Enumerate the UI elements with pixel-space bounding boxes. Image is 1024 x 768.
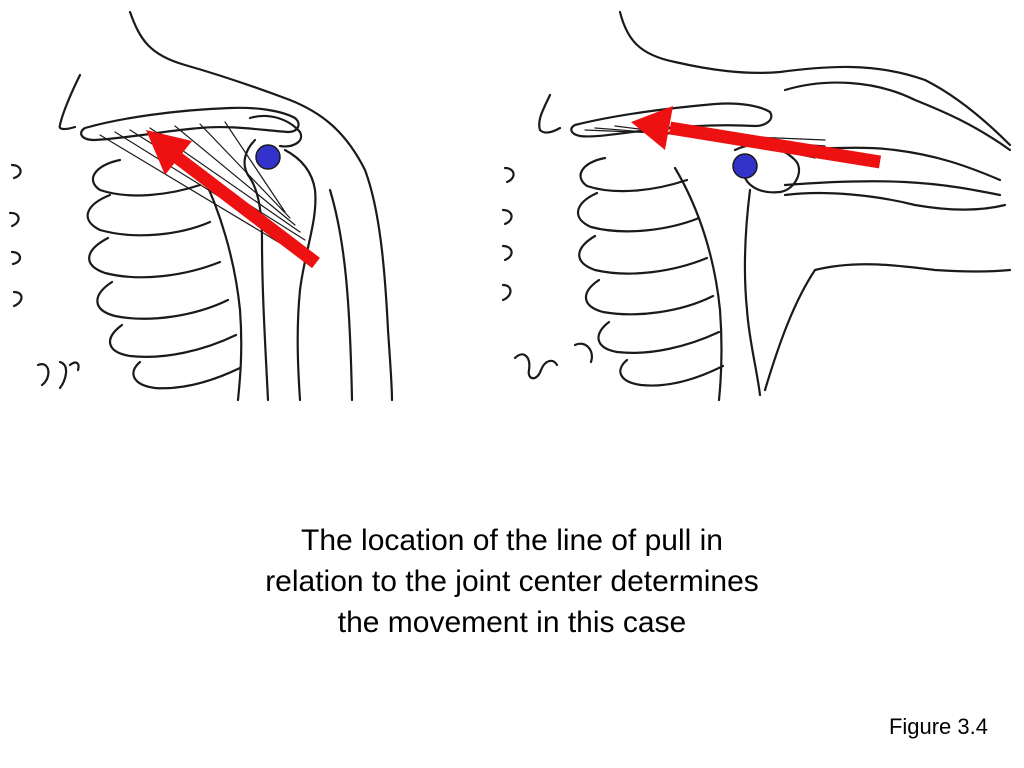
sternum-mark-4 — [12, 290, 23, 308]
rib-6 — [619, 358, 725, 387]
caption-line-3: the movement in this case — [337, 606, 687, 639]
shoulder-drawing-arm-down — [8, 10, 394, 402]
upper-arm-outline — [328, 188, 354, 402]
abdomen-mark — [513, 342, 593, 380]
caption-line-2: relation to the joint center determines — [265, 565, 759, 598]
caption: The location of the line of pull in rela… — [180, 520, 844, 643]
sternum-mark-2 — [501, 208, 513, 226]
rib-1 — [579, 156, 689, 193]
joint-center-dot-icon — [255, 144, 281, 170]
humerus — [243, 138, 270, 402]
rib-5 — [109, 323, 238, 358]
clavicle — [80, 106, 300, 142]
sternum-mark-3 — [10, 250, 22, 266]
jaw-outline — [58, 73, 82, 131]
line-of-pull-arrow-icon — [146, 130, 320, 269]
caption-line-1: The location of the line of pull in — [301, 524, 723, 557]
rib-3 — [88, 236, 222, 279]
ribcage-edge — [673, 166, 723, 402]
line-of-pull-head — [146, 130, 192, 175]
sternum-mark-1 — [503, 166, 515, 184]
scapula-edge — [743, 188, 762, 397]
shoulder-illustration-arm-raised — [495, 0, 1024, 410]
shoulder-drawing-arm-raised — [501, 10, 1012, 402]
rib-2 — [86, 193, 212, 237]
neck-outline — [618, 10, 1012, 147]
shoulder-illustration-arm-down — [0, 0, 400, 410]
rib-5 — [597, 320, 721, 354]
line-of-pull-shaft — [668, 121, 882, 169]
figure-label: Figure 3.4 — [888, 714, 988, 739]
abdomen-mark — [36, 360, 80, 390]
joint-center-dot-icon — [732, 153, 758, 179]
neck-outline — [128, 10, 394, 402]
humerus-inner — [283, 148, 317, 402]
torso-side — [763, 263, 1012, 392]
jaw-outline — [538, 93, 562, 134]
rib-4 — [584, 278, 715, 316]
sternum-mark-3 — [501, 244, 513, 262]
raised-arm-top — [783, 81, 1012, 152]
acromion — [248, 114, 303, 148]
sternum-mark-1 — [10, 163, 22, 180]
clavicle — [570, 102, 773, 138]
rib-3 — [578, 234, 709, 275]
rib-4 — [96, 280, 230, 320]
sternum-mark-4 — [501, 283, 512, 302]
line-of-pull-head — [631, 106, 673, 150]
rib-1 — [92, 158, 202, 197]
rib-2 — [577, 191, 701, 233]
line-of-pull-shaft — [170, 149, 320, 269]
rib-6 — [132, 360, 242, 390]
line-of-pull-arrow-icon — [631, 106, 882, 169]
sternum-mark-2 — [8, 211, 20, 228]
raised-arm-bottom — [783, 191, 1007, 211]
